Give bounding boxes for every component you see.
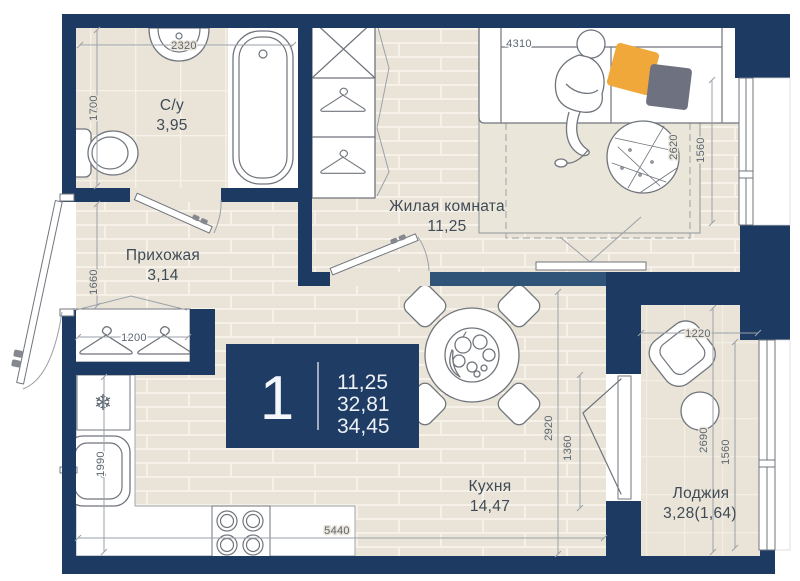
room-label-hallway: Прихожая bbox=[126, 247, 200, 264]
room-label-bathroom: С/у bbox=[160, 97, 184, 114]
rooms-count: 1 bbox=[260, 364, 294, 433]
pouf bbox=[606, 120, 680, 194]
dim-1360: 1360 bbox=[562, 435, 574, 461]
living-room-window bbox=[738, 77, 791, 226]
dim-1560-living: 1560 bbox=[695, 137, 707, 163]
dim-2320: 2320 bbox=[171, 40, 197, 52]
balcony-door bbox=[582, 374, 641, 501]
door-handle bbox=[390, 237, 398, 245]
toilet-icon bbox=[63, 128, 139, 178]
badge-area-living: 11,25 bbox=[337, 371, 388, 394]
dimension-labels: 2320 1700 1660 1200 1990 5440 2920 1360 … bbox=[87, 37, 734, 539]
dim-1560-loggia: 1560 bbox=[720, 439, 732, 465]
door-handle bbox=[200, 218, 208, 225]
person-figure bbox=[554, 29, 606, 168]
entrance-door bbox=[11, 193, 75, 390]
loggia-window bbox=[758, 339, 791, 551]
dim-1220: 1220 bbox=[685, 328, 711, 340]
bathtub-icon bbox=[232, 30, 294, 185]
window-sill bbox=[774, 339, 791, 551]
bathroom-door bbox=[130, 188, 222, 234]
closet bbox=[73, 295, 191, 363]
dim-1200: 1200 bbox=[121, 332, 147, 344]
door-handle bbox=[192, 214, 200, 221]
area-badge: 1 11,25 32,81 34,45 bbox=[226, 344, 419, 448]
room-area-bathroom: 3,95 bbox=[156, 117, 187, 134]
closet-sliding-mark bbox=[75, 295, 188, 311]
dimension-lines bbox=[74, 26, 762, 558]
pillow-yellow bbox=[606, 42, 660, 96]
dining-chair bbox=[497, 284, 541, 328]
room-area-living: 11,25 bbox=[427, 218, 466, 235]
door-handle bbox=[398, 234, 407, 241]
stove-icon bbox=[211, 505, 271, 559]
wardrobe-door-fold-lines bbox=[376, 23, 390, 197]
window-sill bbox=[752, 77, 791, 226]
walls bbox=[62, 14, 790, 574]
room-area-kitchen: 14,47 bbox=[470, 498, 510, 515]
dining-chair bbox=[403, 284, 447, 328]
room-area-hallway: 3,14 bbox=[147, 267, 178, 284]
bathroom-sink-icon bbox=[148, 27, 210, 62]
room-area-loggia: 3,28(1,64) bbox=[663, 505, 737, 522]
dim-1660: 1660 bbox=[88, 269, 100, 295]
badge-area-usable: 32,81 bbox=[337, 393, 390, 416]
room-label-kitchen: Кухня bbox=[469, 478, 512, 495]
dim-5440: 5440 bbox=[324, 525, 350, 537]
partition-wall bbox=[430, 272, 606, 286]
room-labels: С/у 3,95 Прихожая 3,14 Жилая комната 11,… bbox=[126, 97, 737, 522]
dim-2620: 2620 bbox=[668, 134, 680, 160]
fruit-bowl-icon bbox=[444, 327, 500, 383]
dim-1990: 1990 bbox=[95, 451, 107, 477]
badge-area-total: 34,45 bbox=[337, 415, 390, 438]
armchair-icon bbox=[648, 320, 716, 387]
dim-2920: 2920 bbox=[543, 415, 555, 441]
dining-chair bbox=[497, 382, 541, 426]
snowflake-icon: ❄ bbox=[94, 390, 112, 415]
living-room-door bbox=[329, 233, 430, 286]
dim-2690: 2690 bbox=[698, 427, 710, 453]
room-label-living: Жилая комната bbox=[389, 198, 505, 215]
door-handle bbox=[11, 359, 21, 368]
side-table-icon bbox=[680, 391, 720, 431]
wardrobe-icon bbox=[311, 19, 390, 199]
dim-1700: 1700 bbox=[88, 95, 100, 121]
door-handle bbox=[13, 349, 23, 358]
pillow-gray bbox=[646, 64, 692, 110]
dining-set bbox=[403, 284, 541, 426]
tv-icon bbox=[535, 216, 647, 271]
room-label-loggia: Лоджия bbox=[673, 485, 730, 502]
dim-4310: 4310 bbox=[506, 38, 532, 50]
